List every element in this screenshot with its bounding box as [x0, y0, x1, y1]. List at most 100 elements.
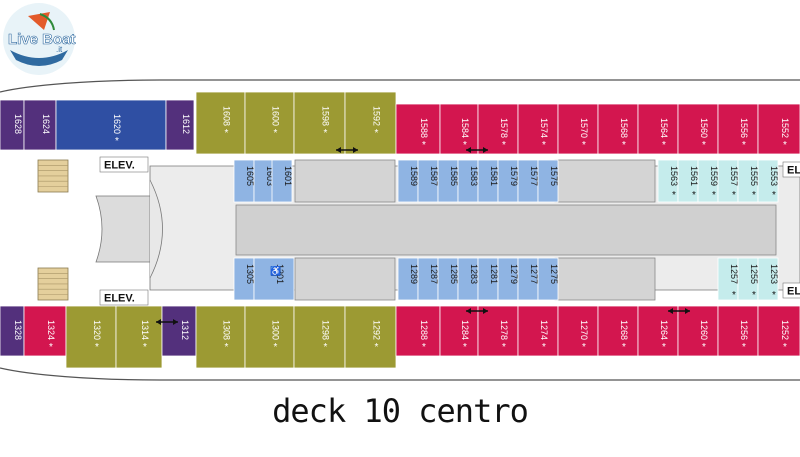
cabin-1260[interactable]: 1260*	[677, 305, 719, 357]
cabin-1608[interactable]: 1608 *	[195, 91, 246, 155]
cabin-shape	[344, 91, 397, 155]
cabin-1312[interactable]: 1312	[161, 305, 197, 357]
cabin-1592[interactable]: 1592*	[344, 91, 397, 155]
cabin-1308[interactable]: 1308*	[195, 305, 246, 369]
cabin-star: *	[752, 290, 756, 301]
cabin-number: 1283	[469, 264, 479, 284]
cabin-number: 1281	[489, 264, 499, 284]
cabin-1324[interactable]: 1324*	[23, 305, 67, 357]
cabin-1583[interactable]: 1583	[457, 159, 479, 203]
cabin-1314[interactable]: 1314*	[115, 305, 163, 369]
cabin-1581[interactable]: 1581	[477, 159, 499, 203]
cabin-1264[interactable]: 1264 *	[637, 305, 679, 357]
cabin-number: 1608	[222, 106, 232, 126]
service-bottom	[554, 257, 656, 301]
cabin-number: 1559	[709, 166, 719, 186]
cabin-number: 1312	[180, 320, 190, 340]
cabin-1283[interactable]: 1283	[457, 257, 479, 301]
cabin-number: 1579	[509, 166, 519, 186]
cabin-1570[interactable]: 1570*	[557, 103, 599, 155]
cabin-1553[interactable]: 1553*	[757, 159, 779, 203]
cabin-1279[interactable]: 1279	[497, 257, 519, 301]
cabin-1598[interactable]: 1598*	[293, 91, 346, 155]
cabin-1628[interactable]: 1628	[0, 99, 25, 151]
cabin-1257[interactable]: 1257*	[717, 257, 739, 301]
cabin-1574[interactable]: 1574*	[517, 103, 559, 155]
cabin-1601[interactable]: 1601	[271, 159, 293, 203]
cabin-star: *	[225, 128, 229, 139]
cabin-1285[interactable]: 1285	[437, 257, 459, 301]
cabin-1589[interactable]: 1589	[397, 159, 419, 203]
cabin-1552[interactable]: 1552*	[757, 103, 800, 155]
cabin-1281[interactable]: 1281	[477, 257, 499, 301]
cabin-1284[interactable]: 1284*	[439, 305, 479, 357]
cabin-number: 1279	[509, 264, 519, 284]
cabin-1559[interactable]: 1559*	[697, 159, 719, 203]
cabin-1287[interactable]: 1287	[417, 257, 439, 301]
cabin-1275[interactable]: 1275	[537, 257, 559, 301]
cabin-1612[interactable]: 1612	[165, 99, 195, 151]
cabin-1292[interactable]: 1292*	[344, 305, 397, 369]
cabin-star: *	[772, 290, 776, 301]
cabin-1555[interactable]: 1555*	[737, 159, 759, 203]
cabin-shape	[439, 103, 479, 155]
cabin-number: 1264	[659, 320, 669, 340]
cabin-star: *	[742, 342, 746, 353]
arrow-head-left	[466, 308, 471, 314]
cabin-1560[interactable]: 1560*	[677, 103, 719, 155]
cabin-shape	[253, 257, 295, 301]
cabin-1252[interactable]: 1252*	[757, 305, 800, 357]
cabin-1320[interactable]: 1320*	[65, 305, 117, 369]
cabin-1268[interactable]: 1268*	[597, 305, 639, 357]
cabin-1579[interactable]: 1579	[497, 159, 519, 203]
cabin-star: *	[542, 140, 546, 151]
cabin-number: 1612	[181, 114, 191, 134]
cabin-1270[interactable]: 1270*	[557, 305, 599, 357]
cabin-1256[interactable]: 1256*	[717, 305, 759, 357]
cabin-1556[interactable]: 1556*	[717, 103, 759, 155]
cabin-1301[interactable]: 1301♿	[253, 257, 295, 301]
cabin-1575[interactable]: 1575	[537, 159, 559, 203]
cabin-1274[interactable]: 1274 *	[517, 305, 559, 357]
cabin-1624[interactable]: 1624	[23, 99, 57, 151]
cabin-1288[interactable]: 1288*	[395, 305, 441, 357]
cabin-shape	[244, 91, 295, 155]
cabin-1620[interactable]: 1620*	[55, 99, 167, 151]
cabin-number: 1257	[729, 264, 739, 284]
cabin-1568[interactable]: 1568*	[597, 103, 639, 155]
cabin-1289[interactable]: 1289	[397, 257, 419, 301]
cabin-shape	[637, 103, 679, 155]
cabin-1300[interactable]: 1300*	[244, 305, 295, 369]
cabin-number: 1305	[245, 264, 255, 284]
cabin-number: 1328	[13, 320, 23, 340]
cabin-1278[interactable]: 1278*	[477, 305, 519, 357]
cabin-1563[interactable]: 1563*	[657, 159, 679, 203]
cabin-1561[interactable]: 1561*	[677, 159, 699, 203]
cabin-1588[interactable]: 1588*	[395, 103, 441, 155]
cabin-star: *	[662, 342, 666, 353]
cabin-shape	[23, 99, 57, 151]
cabin-1587[interactable]: 1587	[417, 159, 439, 203]
cabin-star: *	[542, 342, 546, 353]
cabin-1305[interactable]: 1305	[233, 257, 255, 301]
cabin-1605[interactable]: 1605	[233, 159, 255, 203]
stairwell-2	[37, 267, 69, 301]
cabin-1578[interactable]: 1578*	[477, 103, 519, 155]
cabin-1585[interactable]: 1585	[437, 159, 459, 203]
cabin-1328[interactable]: 1328	[0, 305, 25, 357]
cabin-1600[interactable]: 1600*	[244, 91, 295, 155]
cabin-number: 1583	[469, 166, 479, 186]
cabin-1253[interactable]: 1253*	[757, 257, 779, 301]
cabin-1557[interactable]: 1557*	[717, 159, 739, 203]
cabin-shape	[395, 103, 441, 155]
cabin-number: 1268	[619, 320, 629, 340]
cabin-1584[interactable]: 1584*	[439, 103, 479, 155]
cabin-1255[interactable]: 1255*	[737, 257, 759, 301]
cabin-1277[interactable]: 1277	[517, 257, 539, 301]
cabin-1298[interactable]: 1298*	[293, 305, 346, 369]
cabin-star: *	[702, 140, 706, 151]
cabin-1577[interactable]: 1577	[517, 159, 539, 203]
elevator-label: ELEV.	[104, 160, 135, 172]
cabin-number: 1274	[539, 320, 549, 340]
cabin-1564[interactable]: 1564*	[637, 103, 679, 155]
